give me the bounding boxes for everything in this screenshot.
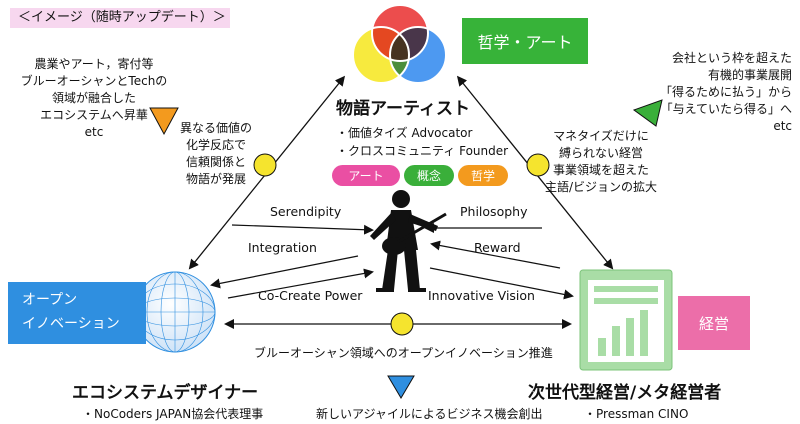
note-top-left: 農業やアート，寄付等 ブルーオーシャンとTechの 領域が融合した エコシステム… — [10, 56, 178, 141]
pill-concept: 概念 — [404, 165, 454, 186]
note-right-mid-1: マネタイズだけに — [553, 129, 649, 143]
arrow-innovative — [429, 267, 574, 300]
right-node-title: 次世代型経営/メタ経営者 — [528, 383, 722, 403]
note-left-mid-3: 信頼関係と — [185, 155, 246, 169]
note-left-mid-2: 化学反応で — [185, 138, 246, 152]
arrow-integration — [210, 255, 359, 289]
note-right-mid-2: 縛られない経営 — [558, 146, 643, 160]
node-left-mid — [253, 153, 277, 177]
pill-philosophy: 哲学 — [458, 165, 508, 186]
note-right-mid-3: 事業領域を超えた — [552, 163, 649, 177]
management-box: 経営 — [678, 296, 750, 350]
pill-art: アート — [332, 165, 400, 186]
image-update-tag: ＜イメージ（随時アップデート）＞ — [10, 8, 230, 28]
left-node-bullet-1: ・NoCoders JAPAN協会代表理事 — [82, 407, 264, 421]
note-left-mid: 異なる価値の 化学反応で 信頼関係と 物語が発展 — [176, 120, 256, 188]
note-left-mid-1: 異なる価値の — [179, 121, 252, 135]
label-integration: Integration — [248, 240, 317, 255]
bottom-partial-text: 新しいアジャイルによるビジネス機会創出 — [316, 407, 543, 421]
arrow-serendipity — [231, 224, 374, 235]
label-co-create: Co-Create Power — [258, 288, 363, 303]
bottom-edge-label: ブルーオーシャン領域へのオープンイノベーション推進 — [254, 346, 553, 360]
triangle-blue-icon — [387, 375, 415, 399]
note-top-left-1: 農業やアート，寄付等 — [34, 57, 154, 71]
label-serendipity: Serendipity — [270, 204, 342, 219]
top-bullet-1: ・価値タイズ Advocator — [336, 126, 473, 140]
triangle-orange-icon — [149, 107, 179, 136]
note-right-mid-4: 主語/ビジョンの拡大 — [544, 180, 658, 194]
arrow-co-create — [227, 268, 374, 299]
note-top-right-1: 会社という枠を超えた — [671, 51, 792, 65]
label-reward: Reward — [474, 240, 521, 255]
open-innovation-line2: イノベーション — [22, 316, 120, 332]
top-bullet-2: ・クロスコミュニティ Founder — [336, 144, 509, 158]
triangle-green-icon — [632, 99, 663, 127]
note-top-right-5: etc — [773, 119, 792, 133]
note-top-left-4: エコシステムへ昇華 — [40, 108, 148, 122]
note-top-right-4: 「与えていたら得る」へ — [660, 102, 792, 116]
note-top-left-5: etc — [84, 125, 104, 139]
globe-icon — [134, 271, 216, 353]
label-philosophy: Philosophy — [460, 204, 528, 219]
note-top-right-2: 有機的事業展開 — [707, 68, 792, 82]
note-top-right-3: 「得るために払う」から — [659, 85, 792, 99]
note-top-left-2: ブルーオーシャンとTechの — [20, 74, 168, 88]
open-innovation-box: オープン イノベーション — [8, 282, 146, 344]
chart-card-icon — [579, 269, 673, 371]
node-right-mid — [526, 153, 550, 177]
right-node-bullet-1: ・Pressman CINO — [584, 407, 689, 421]
philosophy-art-box: 哲学・アート — [462, 18, 588, 64]
note-top-left-3: 領域が融合した — [51, 91, 136, 105]
venn-icon — [352, 4, 447, 84]
node-bottom-mid — [390, 312, 414, 336]
left-node-title: エコシステムデザイナー — [72, 383, 259, 403]
note-left-mid-4: 物語が発展 — [185, 172, 246, 186]
open-innovation-line1: オープン — [22, 292, 78, 308]
top-node-title: 物語アーティスト — [336, 99, 470, 119]
top-node-bullets: ・価値タイズ Advocator ・クロスコミュニティ Founder — [336, 124, 508, 160]
label-innovative: Innovative Vision — [428, 288, 535, 303]
guitarist-icon — [370, 190, 447, 292]
note-right-mid: マネタイズだけに 縛られない経営 事業領域を超えた 主語/ビジョンの拡大 — [532, 128, 670, 196]
note-top-right: 会社という枠を超えた 有機的事業展開 「得るために払う」から 「与えていたら得る… — [612, 50, 792, 135]
arrow-reward — [430, 240, 561, 269]
